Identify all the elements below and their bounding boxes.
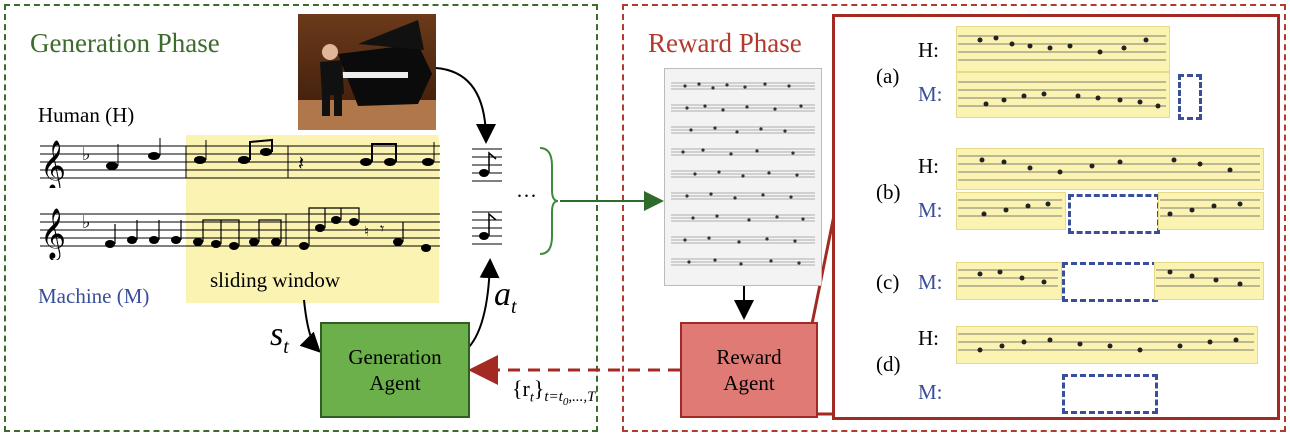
sheet-music-page (664, 68, 822, 286)
case-c-m-label: M: (918, 270, 943, 294)
reward-phase-title: Reward Phase (648, 28, 802, 58)
case-b-m-label: M: (918, 198, 943, 222)
svg-text:𝄽: 𝄽 (298, 153, 304, 175)
generation-phase-title: Generation Phase (30, 28, 220, 58)
sliding-window-label: sliding window (210, 268, 341, 292)
right-brace (539, 147, 558, 255)
case-a-m-label: M: (918, 82, 943, 106)
case-d-h-staff (956, 326, 1258, 364)
pianist-photo (298, 14, 436, 130)
case-d-h-label: H: (918, 326, 939, 350)
case-a-label: (a) (876, 64, 900, 88)
case-a-gap (1178, 74, 1202, 120)
case-a-m-staff (956, 72, 1170, 118)
svg-text:𝄞: 𝄞 (40, 208, 66, 260)
reward-phase-panel (622, 4, 1286, 432)
case-d-label: (d) (876, 352, 901, 376)
case-c-m-staff-right (1154, 262, 1264, 300)
case-b-m-staff-left (956, 192, 1066, 230)
case-b-label: (b) (876, 180, 901, 204)
svg-text:♮: ♮ (364, 225, 369, 240)
svg-text:𝄾: 𝄾 (380, 221, 384, 238)
machine-staff: 𝄞 ♭ ♮ 𝄾 (40, 207, 440, 260)
next-note-staff-human (472, 148, 502, 182)
state-label: st (270, 316, 289, 358)
svg-text:♭: ♭ (82, 144, 91, 164)
ellipsis: ··· (516, 184, 537, 208)
next-note-staff-machine (472, 211, 502, 245)
case-b-h-label: H: (918, 154, 939, 178)
reward-signal-label: {rt}t=t0,...,T (512, 376, 596, 409)
sliding-window-highlight (186, 135, 439, 303)
case-b-h-staff (956, 148, 1264, 190)
case-c-label: (c) (876, 270, 900, 294)
case-b-m-staff-right (1158, 192, 1264, 230)
action-label: at (494, 276, 517, 318)
svg-text:♭: ♭ (82, 212, 91, 232)
human-staff: 𝄞 ♭ 𝄽 (40, 138, 440, 188)
case-d-m-label: M: (918, 380, 943, 404)
machine-label: Machine (M) (38, 284, 150, 308)
case-a-h-staff (956, 26, 1170, 72)
generation-phase-panel (4, 4, 598, 432)
case-a-h-label: H: (918, 38, 939, 62)
svg-text:𝄞: 𝄞 (40, 140, 66, 188)
case-d-gap (1062, 374, 1158, 414)
human-label: Human (H) (38, 103, 135, 127)
